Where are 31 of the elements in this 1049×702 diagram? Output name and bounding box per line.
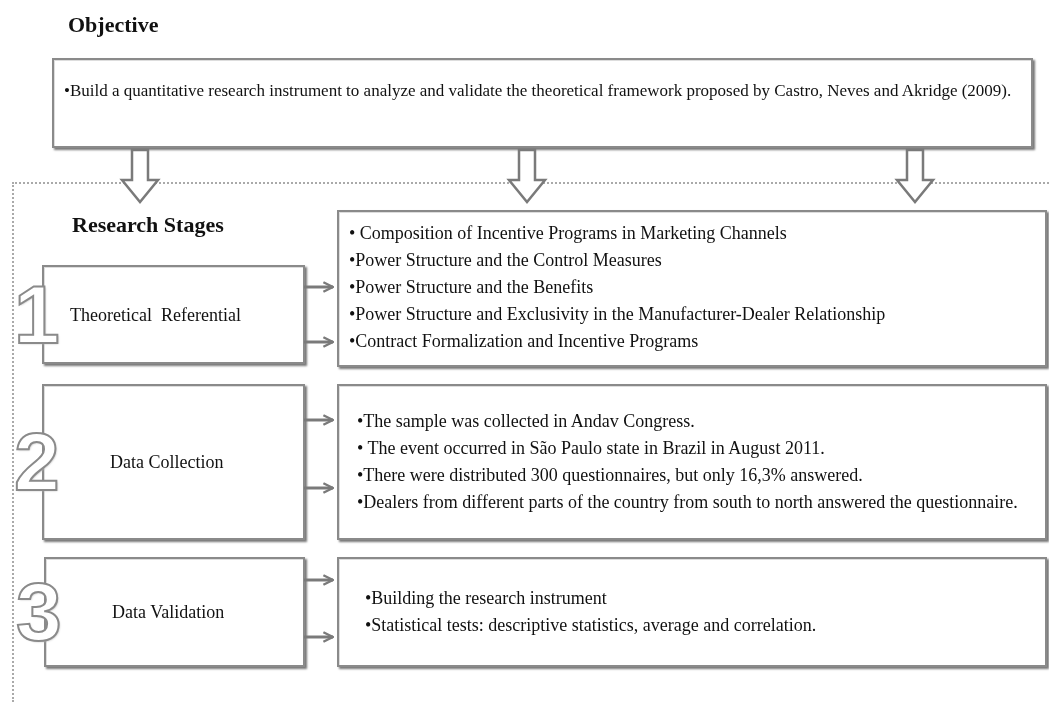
arrow (304, 482, 335, 494)
arrow (304, 574, 335, 586)
stage-label: Data Collection (110, 451, 224, 473)
objective-box (52, 58, 1033, 148)
block-arrow (894, 148, 936, 204)
bullet-text: • Composition of Incentive Programs in Marketing Channels (349, 222, 788, 245)
arrow (304, 281, 335, 293)
arrow (304, 414, 335, 426)
stage-label: Theoretical Referential (70, 304, 241, 325)
bullet-text: •Contract Formalization and Incentive Programs (349, 330, 700, 353)
dotted-region (12, 182, 1049, 702)
bullet-text: •Power Structure and the Control Measures (349, 249, 663, 272)
arrow (304, 631, 335, 643)
bullet-text: •Dealers from different parts of the country from south to north answered the questionnaire. (357, 491, 1019, 514)
content-box (337, 210, 1047, 367)
bullet-text: •Statistical tests: descriptive statistics, average and correlation. (365, 614, 818, 637)
block-arrow (119, 148, 161, 204)
arrow (304, 336, 335, 348)
bullet-text: •There were distributed 300 questionnaires, but only 16,3% answered. (357, 464, 864, 487)
bullet-text: • The event occurred in São Paulo state in Brazil in August 2011. (357, 437, 826, 460)
objective-text: •Build a quantitative research instrument to analyze and validate the theoretical framework proposed by Castro, Neves and Akridge (2009). (63, 80, 1013, 102)
section-heading: Research Stages (72, 212, 224, 238)
bullet-text: •Power Structure and Exclusivity in the Manufacturer-Dealer Relationship (349, 303, 887, 326)
content-box (337, 384, 1047, 540)
content-box (337, 557, 1047, 667)
section-heading: Objective (68, 12, 159, 38)
bullet-text: •Building the research instrument (365, 587, 608, 610)
block-arrow (506, 148, 548, 204)
stage-label: Data Validation (112, 601, 225, 623)
bullet-text: •Power Structure and the Benefits (349, 276, 595, 299)
bullet-text: •The sample was collected in Andav Congress. (357, 410, 696, 433)
